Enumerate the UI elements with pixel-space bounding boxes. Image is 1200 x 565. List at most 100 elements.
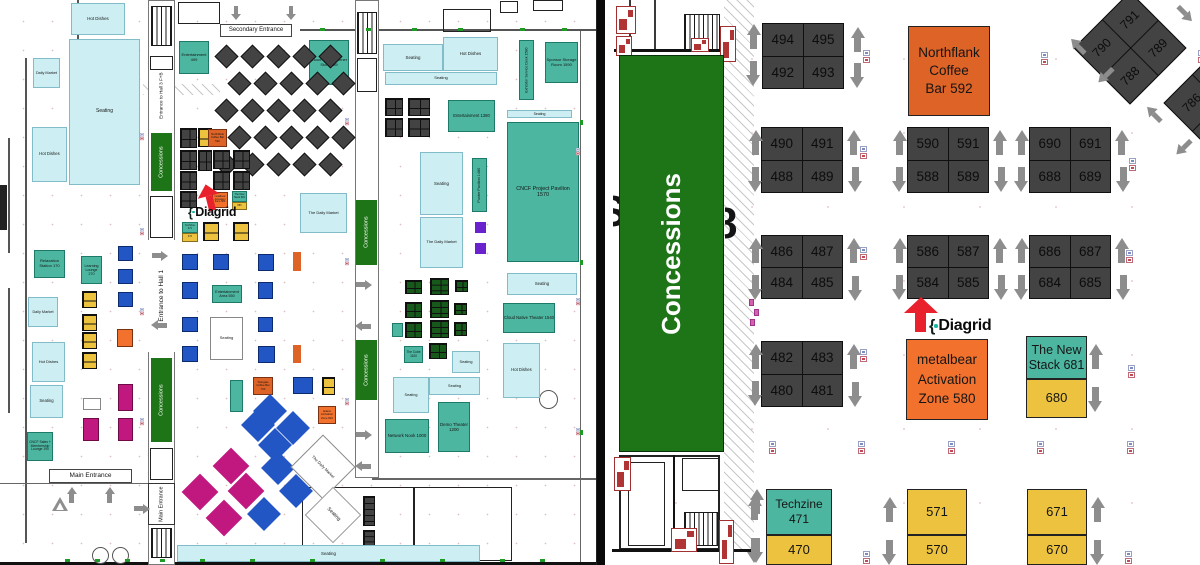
booth-589-number: 589: [956, 168, 980, 184]
techzine-label: Techzine 471: [775, 497, 823, 526]
sponsor-storage-room-label: Sponsor Storage Room 1590: [546, 56, 577, 67]
flow-arrow: [748, 380, 763, 406]
panel-divider: [597, 0, 605, 565]
cloud-native-theater-label: Cloud Native Theater 1540: [504, 314, 554, 320]
exit-marker: [250, 559, 255, 562]
seating-area-label: Seating: [533, 111, 546, 116]
concessions-strip-label: Concessions: [363, 216, 370, 249]
diagrid-logo-small: {Diagrid: [188, 204, 244, 220]
structure-room: [150, 448, 173, 480]
wall-segment: [8, 288, 10, 413]
booth-684: 684: [1030, 267, 1070, 298]
booth-cluster: [180, 171, 197, 190]
wall-segment: [654, 0, 656, 50]
main-entrance: Main Entrance: [49, 469, 132, 483]
relaxation-station: Relaxation Station 170: [34, 250, 65, 278]
diagrid-dot-icon: [191, 210, 195, 214]
cncf-sales-lounge-label: CNCF Sales + Membership Lounge 190: [29, 439, 51, 452]
booth-blue: [258, 254, 274, 271]
booth-491: 491: [802, 128, 842, 160]
booth-485: 485: [802, 267, 842, 298]
booth-691-number: 691: [1078, 136, 1102, 152]
booth-484-number: 484: [770, 275, 794, 291]
techzine-mini: Techzine 471: [182, 222, 198, 233]
the-cube-label: The Cube 1100: [406, 349, 421, 358]
exit-marker: [580, 120, 583, 125]
seating-area-label: Seating: [459, 359, 473, 364]
booth-blue: [258, 317, 273, 332]
flow-arrow: [104, 487, 115, 504]
booth-purple: [475, 222, 486, 233]
entrance-hall3-label: Entrance to Hall 3 F+B: [149, 72, 174, 120]
utility-marker-icon: [576, 148, 580, 156]
utility-marker-icon: [860, 146, 868, 160]
entrance-hall1-label-label: Entrance to Hall 1: [157, 270, 165, 322]
booth-diamond-dark: [292, 98, 317, 123]
entertainment-1380-label: Entertainment 1380: [453, 112, 490, 118]
utility-marker-icon: [1198, 50, 1200, 64]
exit-marker: [125, 559, 130, 562]
flow-arrow: [748, 166, 763, 192]
utility-marker-icon: [1127, 441, 1135, 455]
wall-segment: [0, 185, 7, 230]
poster-pavilion-label: Poster Pavilion 1480: [477, 167, 482, 203]
diagrid-brace-icon: {: [188, 204, 193, 220]
utility-marker-icon: [345, 118, 349, 126]
utility-marker-icon: [1128, 365, 1136, 379]
exit-marker: [580, 260, 583, 265]
wall-segment: [614, 49, 725, 52]
booth-diamond-dark: [266, 152, 291, 177]
exit-marker: [458, 28, 463, 31]
cloud-native-theater: Cloud Native Theater 1540: [503, 303, 555, 333]
booth-591: 591: [948, 128, 988, 160]
flow-arrow: [848, 381, 863, 407]
concessions-strip: Concessions: [356, 200, 377, 265]
seating-area: Seating: [30, 385, 63, 418]
network-nook-label: Network Nook 1000: [387, 433, 427, 439]
seating-area-label: Seating: [405, 54, 421, 60]
hot-dishes-area-label: Hot Dishes: [39, 151, 60, 157]
northflank-coffee-bar: Northflank Coffee Bar 592: [908, 26, 990, 116]
booth-yellow-pair: [82, 332, 97, 349]
booth-diamond-dark: [266, 98, 291, 123]
booth-blue: [258, 282, 273, 299]
utility-marker-icon: [1129, 158, 1137, 172]
booth-470: 470: [766, 535, 832, 565]
hot-dishes-area: Hot Dishes: [443, 37, 498, 71]
booth-blue: [182, 317, 198, 332]
booth-492-number: 492: [771, 64, 795, 80]
booth-691: 691: [1070, 128, 1110, 160]
flow-arrow: [746, 60, 761, 86]
booth-470-label: 470: [788, 541, 810, 557]
booth-687: 687: [1070, 236, 1110, 267]
escalator: [363, 496, 375, 526]
booth-493-number: 493: [811, 64, 835, 80]
column: [539, 390, 558, 409]
wall-segment: [372, 478, 597, 480]
seating-area-label: Seating: [448, 383, 461, 388]
booth-687-number: 687: [1078, 243, 1102, 259]
booth-blue: [213, 254, 229, 270]
concessions-strip: Concessions: [151, 133, 172, 191]
flow-arrow: [892, 130, 907, 156]
fire-equipment-cabinet: [719, 520, 734, 564]
booth-blue: [182, 254, 198, 270]
diagrid-pointer-arrow: [903, 297, 938, 334]
flow-arrow: [1088, 386, 1103, 412]
flow-arrow: [992, 130, 1007, 156]
entertainment-499-label: Entertainment 499: [181, 51, 207, 62]
stairs: [684, 14, 720, 50]
entertainment-1380: Entertainment 1380: [448, 100, 495, 132]
table-cluster: [430, 278, 449, 295]
booth-diamond-dark: [305, 125, 330, 150]
structure-room: [150, 56, 173, 70]
flow-arrow: [892, 238, 907, 264]
exit-marker: [412, 28, 417, 31]
booth-490-number: 490: [770, 136, 794, 152]
booth-489: 489: [802, 160, 842, 192]
concessions-strip-label: Concessions: [158, 384, 165, 416]
booth-488: 488: [762, 160, 802, 192]
